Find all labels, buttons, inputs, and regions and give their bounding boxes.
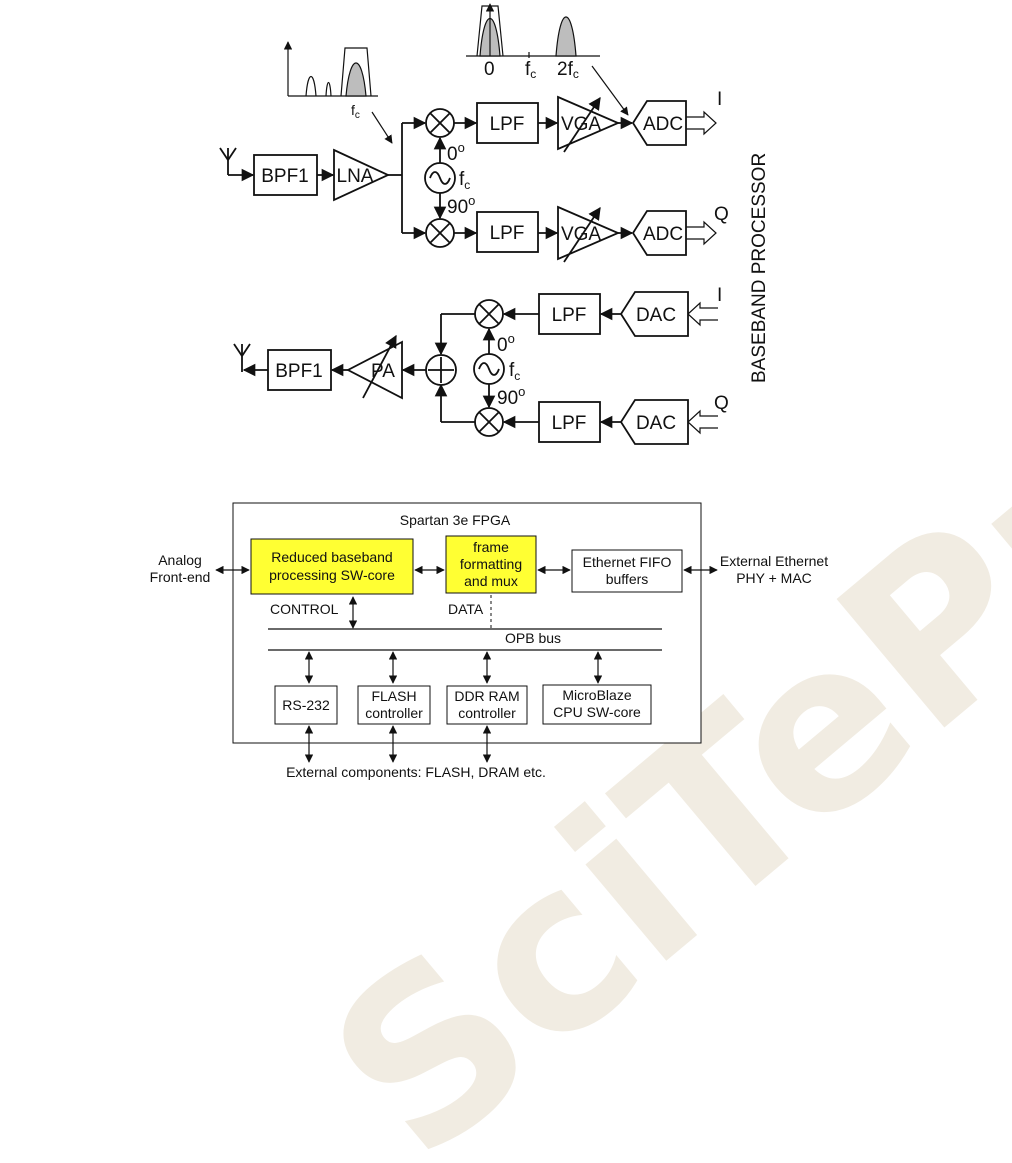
rs232-label: RS-232 (282, 697, 330, 713)
tx-lo-freq: fc (509, 360, 520, 383)
mixed-spectrum: 0 fc 2fc (466, 3, 629, 116)
external-ethernet-label-1: External Ethernet (720, 553, 828, 569)
rx-mixer-q (425, 218, 455, 248)
external-components-label: External components: FLASH, DRAM etc. (286, 764, 546, 780)
external-ethernet-label-2: PHY + MAC (736, 570, 812, 586)
ethernet-fifo-block (571, 549, 683, 593)
tx-input-i-label: I (717, 285, 722, 306)
tx-phase-90: 90o (497, 384, 525, 409)
rx-lo-freq: fc (459, 169, 470, 192)
tx-dac-i-block (619, 291, 689, 337)
tx-lpf-q-label: LPF (552, 413, 587, 434)
tx-lpf-q-block (538, 401, 601, 443)
rx-phase-0: 0o (447, 140, 465, 165)
rx-vga-i-amplifier (557, 95, 621, 151)
tx-local-oscillator (473, 353, 505, 385)
rx-vga-q-label: VGA (561, 224, 601, 245)
ethernet-fifo-label-1: Ethernet FIFO (583, 554, 672, 570)
rx-output-q-label: Q (714, 204, 729, 225)
mixed-spectrum-zero: 0 (484, 59, 495, 80)
flash-controller-label-1: FLASH (371, 688, 416, 704)
microblaze-label-2: CPU SW-core (553, 704, 641, 720)
opb-bus-label: OPB bus (505, 630, 561, 646)
microblaze-label-1: MicroBlaze (562, 687, 631, 703)
flash-controller-label-2: controller (365, 705, 423, 721)
frame-mux-label-1: frame (473, 539, 509, 555)
tx-lpf-i-block (538, 293, 601, 335)
rx-mixer-i (425, 108, 455, 138)
rx-local-oscillator (424, 162, 456, 194)
flash-controller-block (357, 685, 431, 725)
rx-vga-i-label: VGA (561, 114, 601, 135)
rs232-block (274, 685, 338, 725)
baseband-core-label-1: Reduced baseband (271, 549, 392, 565)
data-label: DATA (448, 601, 484, 617)
mixed-spectrum-2fc: 2fc (557, 59, 579, 81)
tx-lpf-i-label: LPF (552, 305, 587, 326)
analog-frontend-label-2: Front-end (150, 569, 211, 585)
rx-adc-i-block (631, 100, 687, 146)
tx-bpf-label: BPF1 (275, 361, 323, 382)
tx-mixer-q (474, 407, 504, 437)
control-label: CONTROL (270, 601, 339, 617)
fpga-diagram: Spartan 3e FPGA Analog Front-end Externa… (150, 502, 828, 780)
baseband-core-block (250, 538, 414, 595)
mixed-spectrum-fc: fc (525, 59, 536, 81)
baseband-processor-label: BASEBAND PROCESSOR (749, 153, 770, 383)
tx-input-q-arrow (687, 409, 718, 435)
ddr-controller-block (446, 685, 528, 725)
rx-antenna-icon (219, 147, 237, 175)
rx-lna-amplifier (333, 148, 391, 202)
tx-dac-i-label: DAC (636, 305, 676, 326)
rx-lna-label: LNA (337, 166, 374, 187)
ddr-controller-label-2: controller (458, 705, 516, 721)
ethernet-fifo-label-2: buffers (606, 571, 649, 587)
rx-adc-q-block (631, 210, 687, 256)
fpga-title: Spartan 3e FPGA (400, 512, 511, 528)
rx-lpf-i-label: LPF (490, 114, 525, 135)
rx-output-q-arrow (686, 220, 717, 246)
baseband-core-label-2: processing SW-core (269, 567, 395, 583)
rx-adc-q-label: ADC (643, 224, 683, 245)
input-spectrum: fc (283, 41, 393, 144)
rx-adc-i-label: ADC (643, 114, 683, 135)
transmitter-chain: I DAC LPF Q DAC LPF 0o fc 90o (233, 285, 729, 445)
tx-dac-q-label: DAC (636, 413, 676, 434)
rx-lpf-q-block (476, 211, 539, 253)
analog-frontend-label-1: Analog (158, 552, 202, 568)
tx-pa-label: PA (371, 361, 395, 382)
tx-input-q-label: Q (714, 393, 729, 414)
tx-summer (425, 354, 457, 386)
rx-phase-90: 90o (447, 193, 475, 218)
tx-phase-0: 0o (497, 331, 515, 356)
tx-dac-q-block (619, 399, 689, 445)
ddr-controller-label-1: DDR RAM (454, 688, 519, 704)
rx-output-i-label: I (717, 89, 722, 110)
rx-lpf-q-label: LPF (490, 223, 525, 244)
rx-output-i-arrow (686, 110, 717, 136)
frame-mux-block (445, 535, 537, 594)
input-spectrum-fc-label: fc (351, 102, 360, 121)
tx-mixer-i (474, 299, 504, 329)
tx-antenna-icon (233, 343, 251, 372)
tx-input-i-arrow (687, 301, 718, 327)
microblaze-block (542, 684, 652, 725)
frame-mux-label-2: formatting (460, 556, 522, 572)
frame-mux-label-3: and mux (464, 573, 518, 589)
rx-vga-q-amplifier (557, 205, 621, 261)
tx-pa-amplifier (346, 340, 403, 400)
rx-bpf-label: BPF1 (261, 166, 309, 187)
receiver-chain: BPF1 LNA 0o fc 90o LPF V (219, 89, 729, 263)
